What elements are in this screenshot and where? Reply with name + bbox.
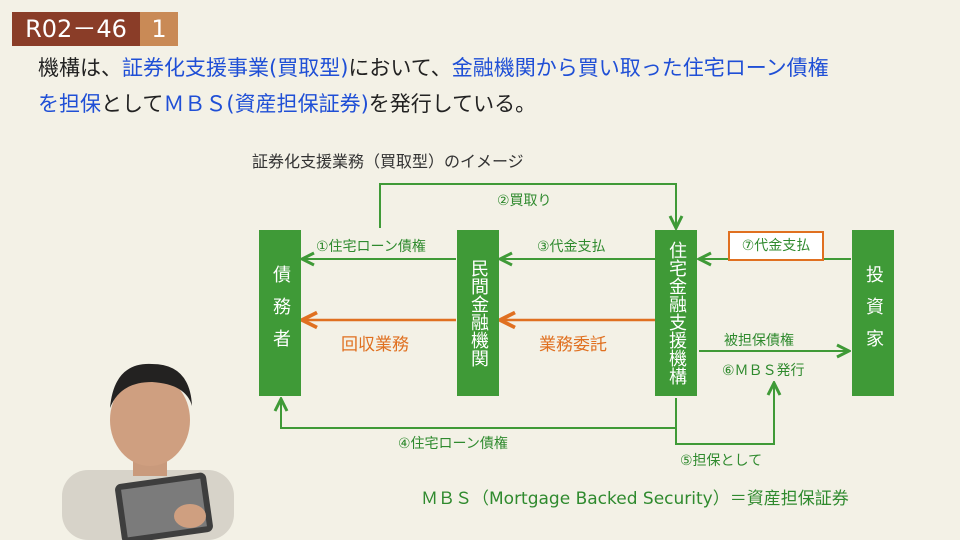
bank-box: 民間金融機関 (457, 230, 499, 396)
collateral-label: ⑤担保として (680, 453, 763, 469)
statement-segment: において、 (348, 56, 452, 80)
debtor-box: 債務者 (259, 230, 301, 396)
presenter-hair (110, 363, 192, 408)
consignment-label: 業務委託 (539, 335, 607, 355)
mbs-issue-label: ⑥ＭＢＳ発行 (722, 363, 805, 379)
collateral-arrow (675, 383, 774, 445)
loan-claim-label: ①住宅ローン債権 (316, 239, 426, 255)
mbs-definition: ＭＢＳ（Mortgage Backed Security）＝資産担保証券 (421, 489, 849, 509)
statement-segment: ＭＢＳ(資産担保証券) (163, 92, 369, 116)
purchase-arrow (379, 183, 676, 228)
statement-segment: 証券化支援事業(買取型) (122, 56, 349, 80)
presenter-hand (174, 504, 206, 528)
presenter-face (110, 374, 190, 466)
payment-label-3: ③代金支払 (537, 239, 606, 255)
bank-label: 民間金融機関 (468, 259, 489, 367)
investor-box: 投資家 (852, 230, 894, 396)
collection-label: 回収業務 (341, 335, 409, 355)
presenter-figure (62, 363, 234, 540)
statement-line-1: 機構は、証券化支援事業(買取型)において、金融機関から買い取った住宅ローン債権 (38, 52, 948, 84)
agency-label: 住宅金融支援機構 (666, 241, 687, 385)
diagram-caption: 証券化支援業務（買取型）のイメージ (252, 152, 524, 171)
statement-segment: を担保 (38, 92, 101, 116)
loan-claim-arrow-4 (281, 398, 677, 429)
statement-segment: 機構は、 (38, 56, 122, 80)
agency-box: 住宅金融支援機構 (655, 230, 697, 396)
question-number-badge: 1 (140, 12, 178, 46)
statement-segment: 金融機関から買い取った住宅ローン債権 (451, 56, 829, 80)
statement-segment: を発行している。 (368, 92, 537, 116)
investor-label: 投資家 (863, 265, 884, 361)
question-code-badge: R02－46 (12, 12, 140, 46)
statement-line-2: を担保としてＭＢＳ(資産担保証券)を発行している。 (38, 88, 948, 120)
debtor-label: 債務者 (270, 265, 291, 361)
purchase-label: ②買取り (497, 193, 552, 209)
statement-segment: として (101, 92, 164, 116)
payment-label-7: ⑦代金支払 (728, 231, 824, 261)
loan-claim-label-4: ④住宅ローン債権 (398, 436, 508, 452)
secured-claim-label: 被担保債権 (724, 333, 794, 349)
